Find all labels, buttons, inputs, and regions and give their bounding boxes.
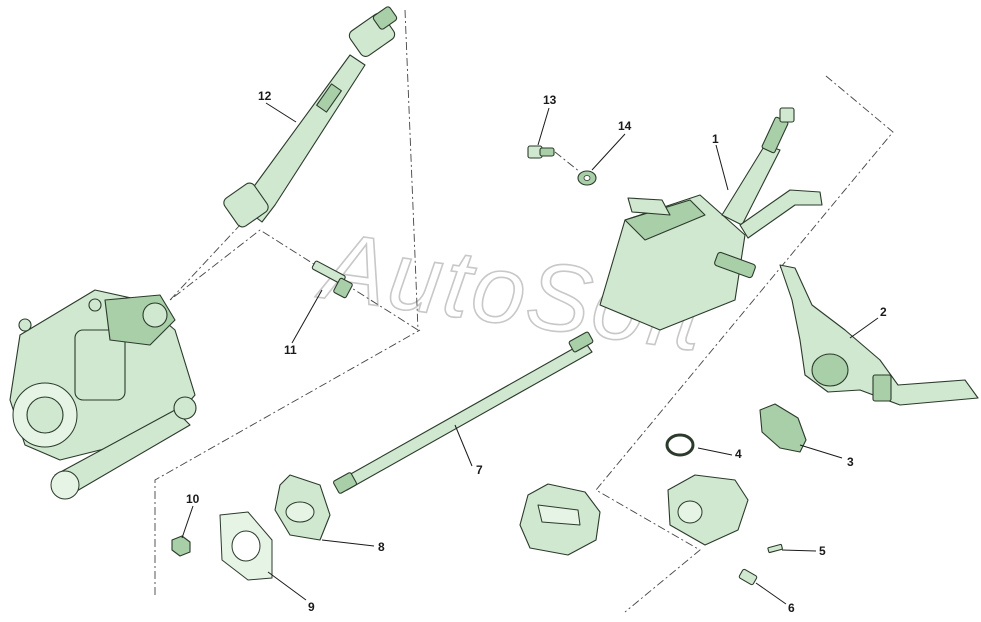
callout-7: 7 — [476, 463, 483, 477]
callout-5: 5 — [819, 544, 826, 558]
intermediate-shaft — [223, 6, 398, 228]
cover-plate — [274, 474, 331, 541]
ring-4 — [665, 433, 695, 457]
steering-gear-box — [9, 289, 197, 500]
leader-lines — [181, 102, 879, 605]
callout-4: 4 — [735, 447, 742, 461]
bolt-13 — [527, 145, 555, 159]
nut-10 — [171, 535, 191, 557]
callout-8: 8 — [378, 540, 385, 554]
combination-switch — [779, 264, 979, 406]
screw-5 — [767, 543, 783, 554]
column-cover — [519, 483, 601, 556]
steering-column — [599, 107, 823, 331]
callout-1: 1 — [712, 132, 719, 146]
axis-line-gear — [169, 224, 241, 301]
group-boundary-column — [595, 75, 894, 613]
callout-12: 12 — [258, 89, 272, 103]
callout-13: 13 — [543, 93, 557, 107]
washer-14 — [577, 170, 597, 186]
callout-14: 14 — [618, 119, 632, 133]
callout-10: 10 — [186, 492, 200, 506]
callout-3: 3 — [847, 455, 854, 469]
gasket — [219, 511, 273, 581]
callout-11: 11 — [284, 343, 297, 357]
callout-2: 2 — [880, 305, 887, 319]
bolt-11 — [311, 260, 353, 299]
axis-line-bolt — [554, 151, 581, 173]
callout-6: 6 — [788, 601, 795, 615]
contact-ring — [759, 403, 807, 453]
screw-6 — [738, 568, 758, 586]
group-boundary-lower — [154, 329, 421, 595]
lock-housing — [667, 474, 749, 546]
long-shaft — [333, 331, 594, 494]
group-boundary-shaft — [169, 9, 419, 331]
callout-9: 9 — [308, 600, 315, 614]
